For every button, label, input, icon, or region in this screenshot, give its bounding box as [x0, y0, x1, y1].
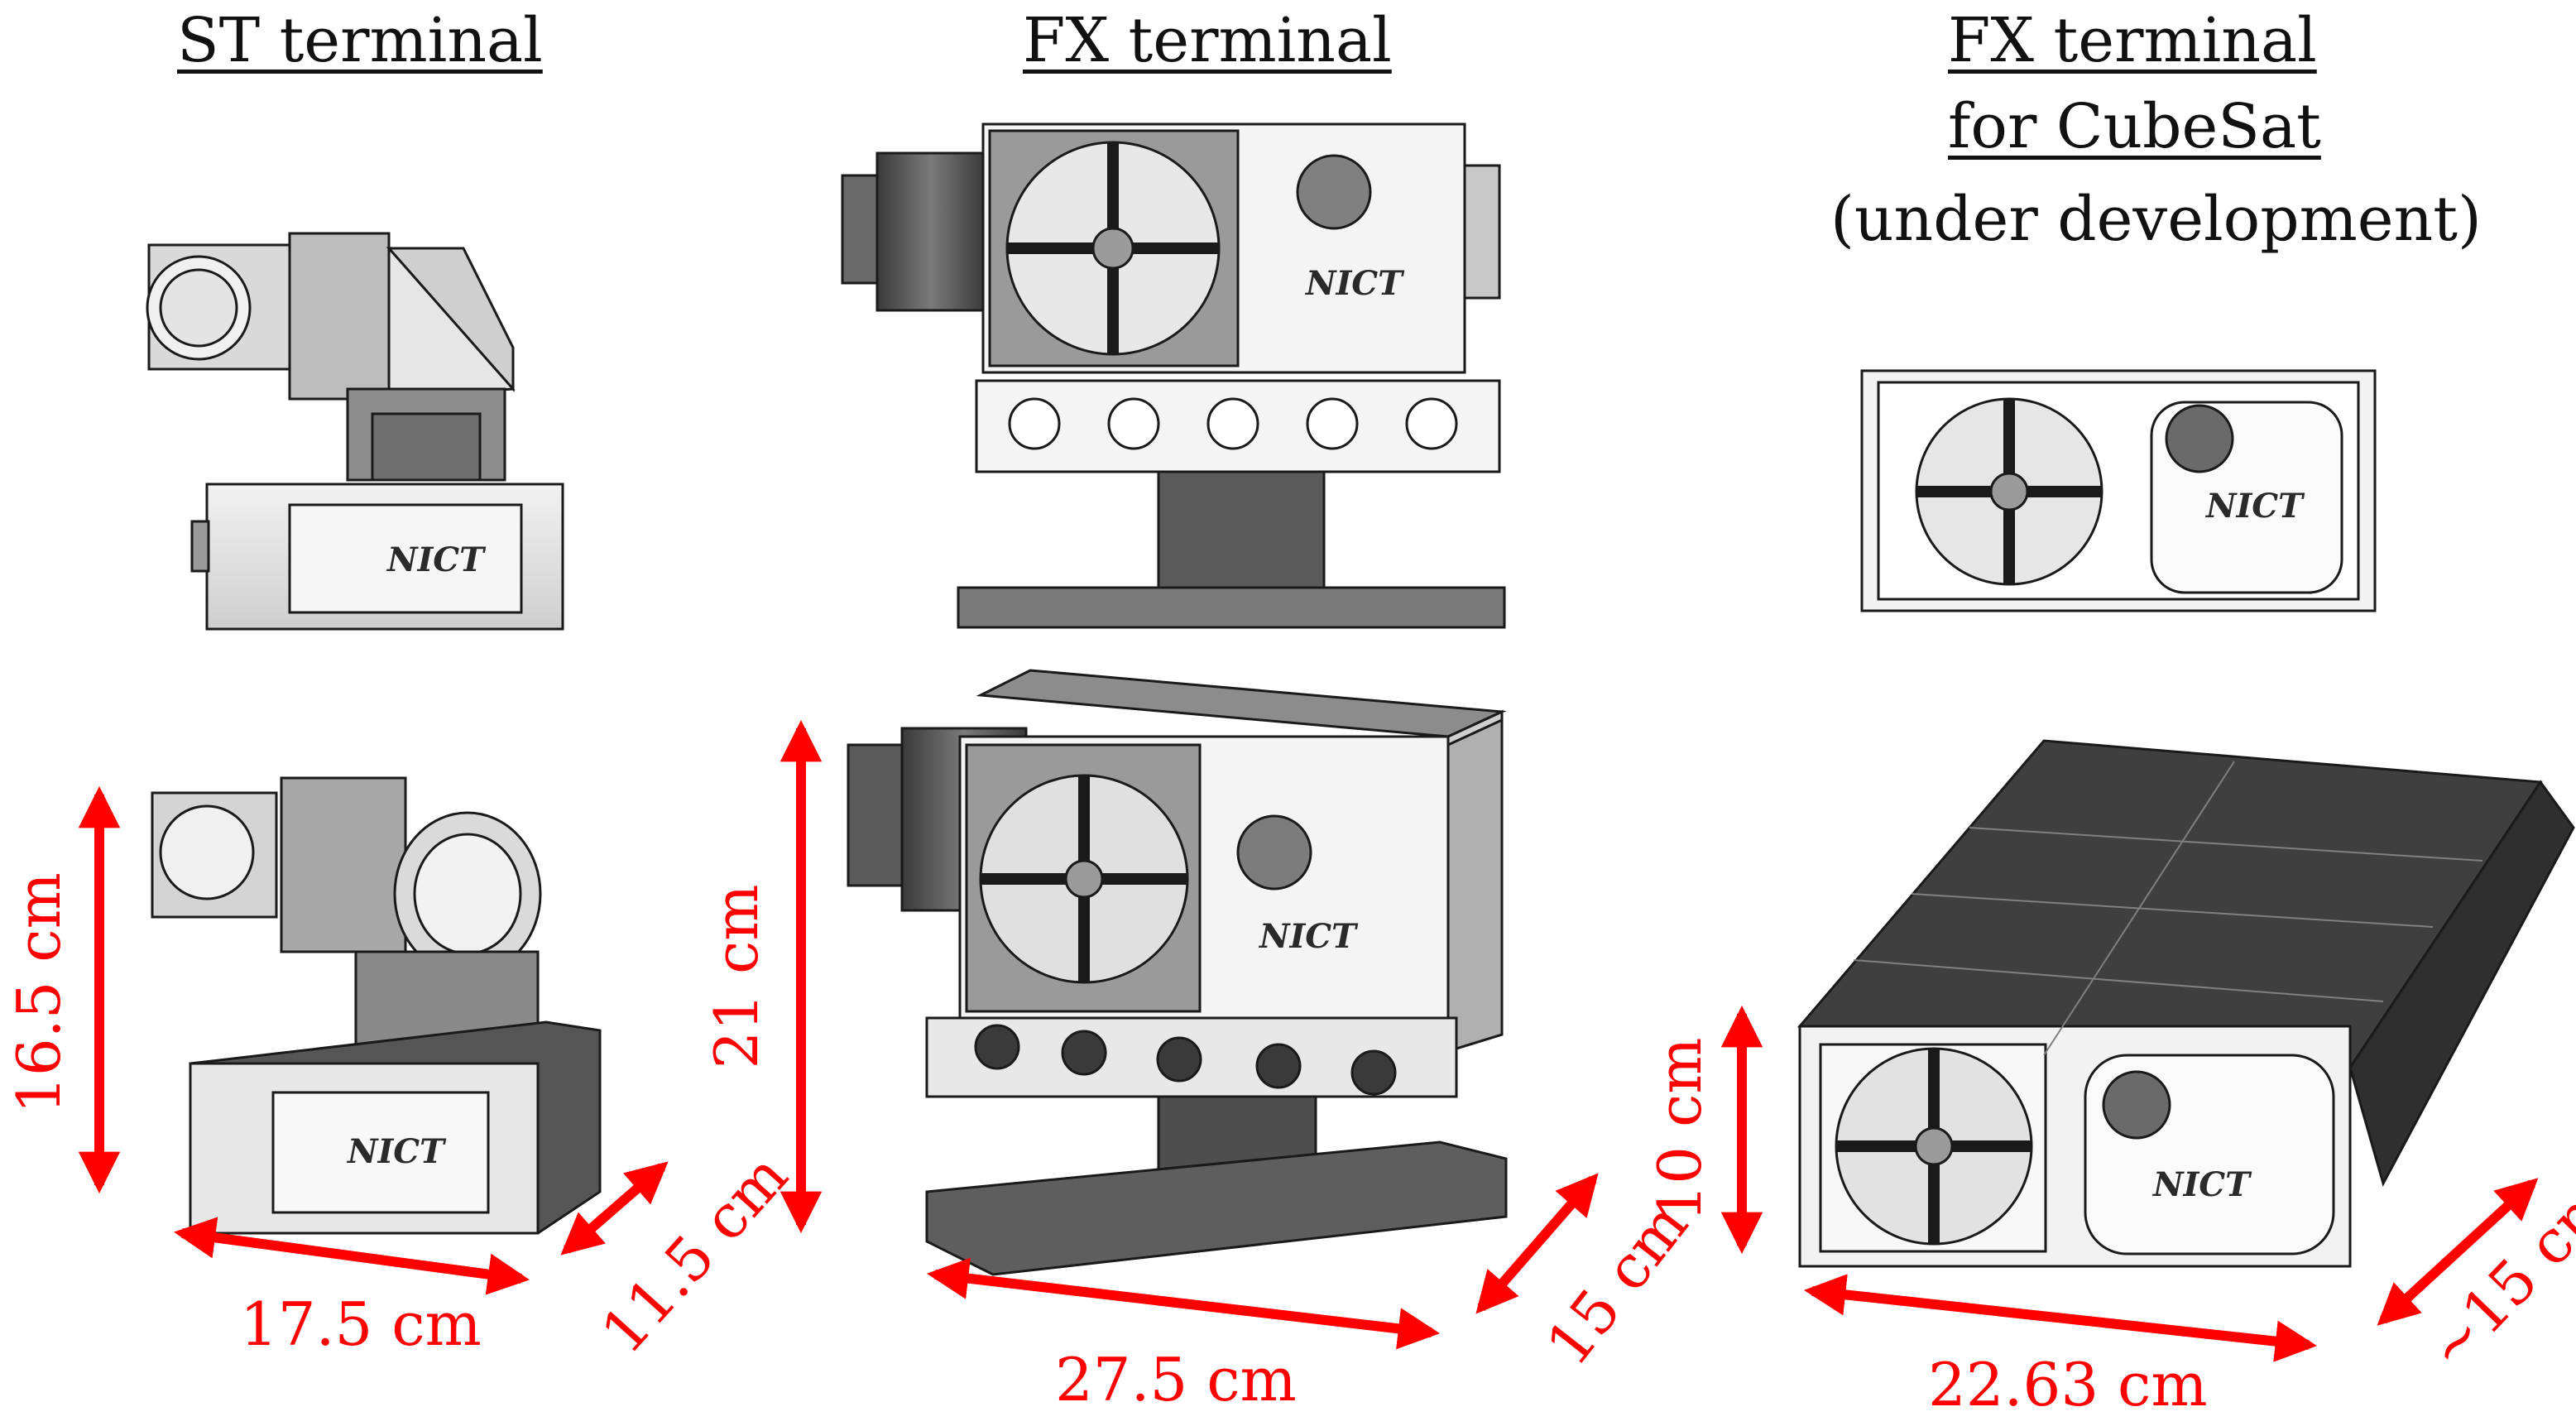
- fx-width-arrow: [926, 1257, 1441, 1350]
- st-width-label: 17.5 cm: [240, 1289, 482, 1359]
- cube-width-arrow: [1803, 1274, 2318, 1362]
- cubesat-terminal-front-view: [1860, 369, 2377, 612]
- st-height-label: 16.5 cm: [4, 872, 74, 1114]
- cubesat-terminal-isometric-view: [1796, 739, 2575, 1268]
- cube-depth-arrow: [2377, 1178, 2539, 1326]
- fx-terminal-front-view: [841, 122, 1506, 629]
- cubesat-solar-panels: [1853, 761, 2483, 1056]
- fx-iso-ports: [974, 1024, 1397, 1096]
- st-width-arrow: [174, 1217, 530, 1295]
- cube-height-label: 10 cm: [1645, 1037, 1715, 1222]
- fx-depth-arrow: [1475, 1173, 1599, 1314]
- st-terminal-front-view: [146, 232, 564, 631]
- st-terminal-isometric-view: [151, 776, 602, 1235]
- cube-iso-logo: NICT: [2151, 1165, 2252, 1204]
- fx-front-ports: [1008, 397, 1458, 450]
- cubesat-development-note: (under development): [1830, 184, 2482, 255]
- cube-front-logo: NICT: [2204, 487, 2305, 526]
- fx-height-label: 21 cm: [702, 884, 771, 1068]
- st-depth-arrow: [560, 1161, 669, 1256]
- st-terminal-title: ST terminal: [177, 5, 543, 76]
- st-iso-logo: NICT: [346, 1132, 447, 1171]
- st-depth-label: 11.5 cm: [588, 1140, 801, 1366]
- fx-width-label: 27.5 cm: [1055, 1345, 1297, 1414]
- dimension-arrows: [78, 719, 2539, 1362]
- cubesat-terminal-title-line2: for CubeSat: [1948, 91, 2321, 162]
- cubesat-terminal-title-line1: FX terminal: [1948, 5, 2317, 76]
- fx-terminal-isometric-view: [847, 669, 1508, 1276]
- fx-iso-logo: NICT: [1258, 917, 1359, 956]
- fx-front-logo: NICT: [1304, 264, 1405, 303]
- cube-width-label: 22.63 cm: [1928, 1350, 2208, 1419]
- st-front-logo: NICT: [386, 540, 487, 579]
- fx-terminal-title: FX terminal: [1023, 5, 1392, 76]
